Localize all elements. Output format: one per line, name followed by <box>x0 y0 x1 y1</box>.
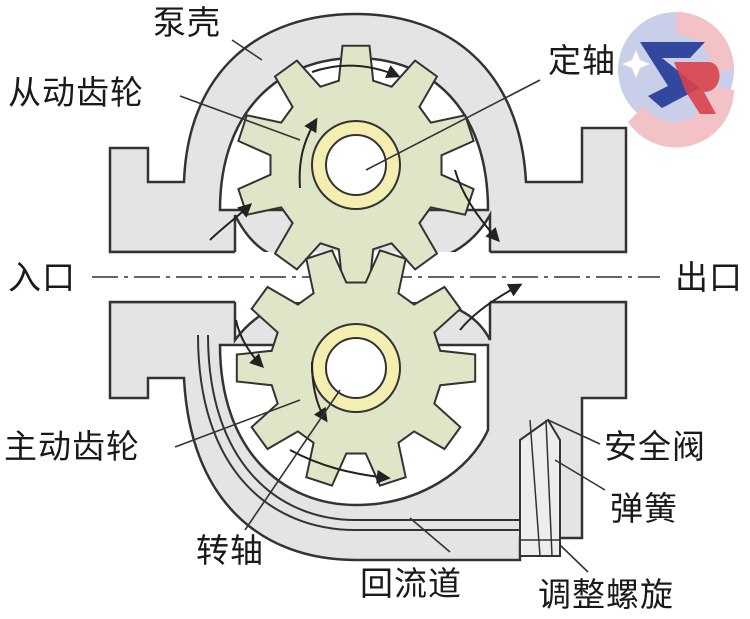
leader-rotating-shaft <box>244 389 341 531</box>
label-driven-gear: 从动齿轮 <box>8 73 144 112</box>
arrow-bottom-left <box>235 319 264 368</box>
leader-casing <box>231 39 263 61</box>
label-driving-gear: 主动齿轮 <box>4 427 140 466</box>
return-channel-path <box>197 334 520 531</box>
label-rotating-shaft: 转轴 <box>196 531 264 570</box>
leader-driven-gear <box>179 95 301 141</box>
fixed-shaft <box>325 134 387 196</box>
label-fixed-shaft: 定轴 <box>548 41 616 80</box>
leader-driving-gear <box>174 399 301 448</box>
label-spring: 弹簧 <box>610 489 678 528</box>
arrow-right-out <box>454 169 500 243</box>
label-inlet: 入口 <box>8 258 76 297</box>
label-pump-casing: 泵壳 <box>153 3 221 42</box>
rotating-shaft <box>325 337 387 399</box>
arrow-top-right <box>311 64 401 79</box>
arrow-bottom-right <box>289 449 391 484</box>
arrow-top-left <box>298 117 318 189</box>
label-adjusting-screw: 调整螺旋 <box>538 575 674 614</box>
leader-spring <box>554 459 606 491</box>
arrow-left-in <box>209 203 253 241</box>
leader-return-channel <box>409 517 451 553</box>
label-safety-valve: 安全阀 <box>604 427 706 466</box>
arrow-bottom-mid <box>311 361 328 423</box>
label-outlet: 出口 <box>675 258 743 297</box>
flow-arrows <box>209 64 523 484</box>
zr-logo-icon <box>618 12 734 148</box>
leader-fixed-shaft <box>365 79 541 171</box>
safety-valve-body <box>519 418 561 557</box>
leader-lines <box>174 39 606 573</box>
leader-safety-valve <box>547 419 601 445</box>
arrow-right-up <box>459 283 523 331</box>
leader-adjust-screw <box>559 544 589 573</box>
label-return-channel: 回流道 <box>360 564 462 603</box>
